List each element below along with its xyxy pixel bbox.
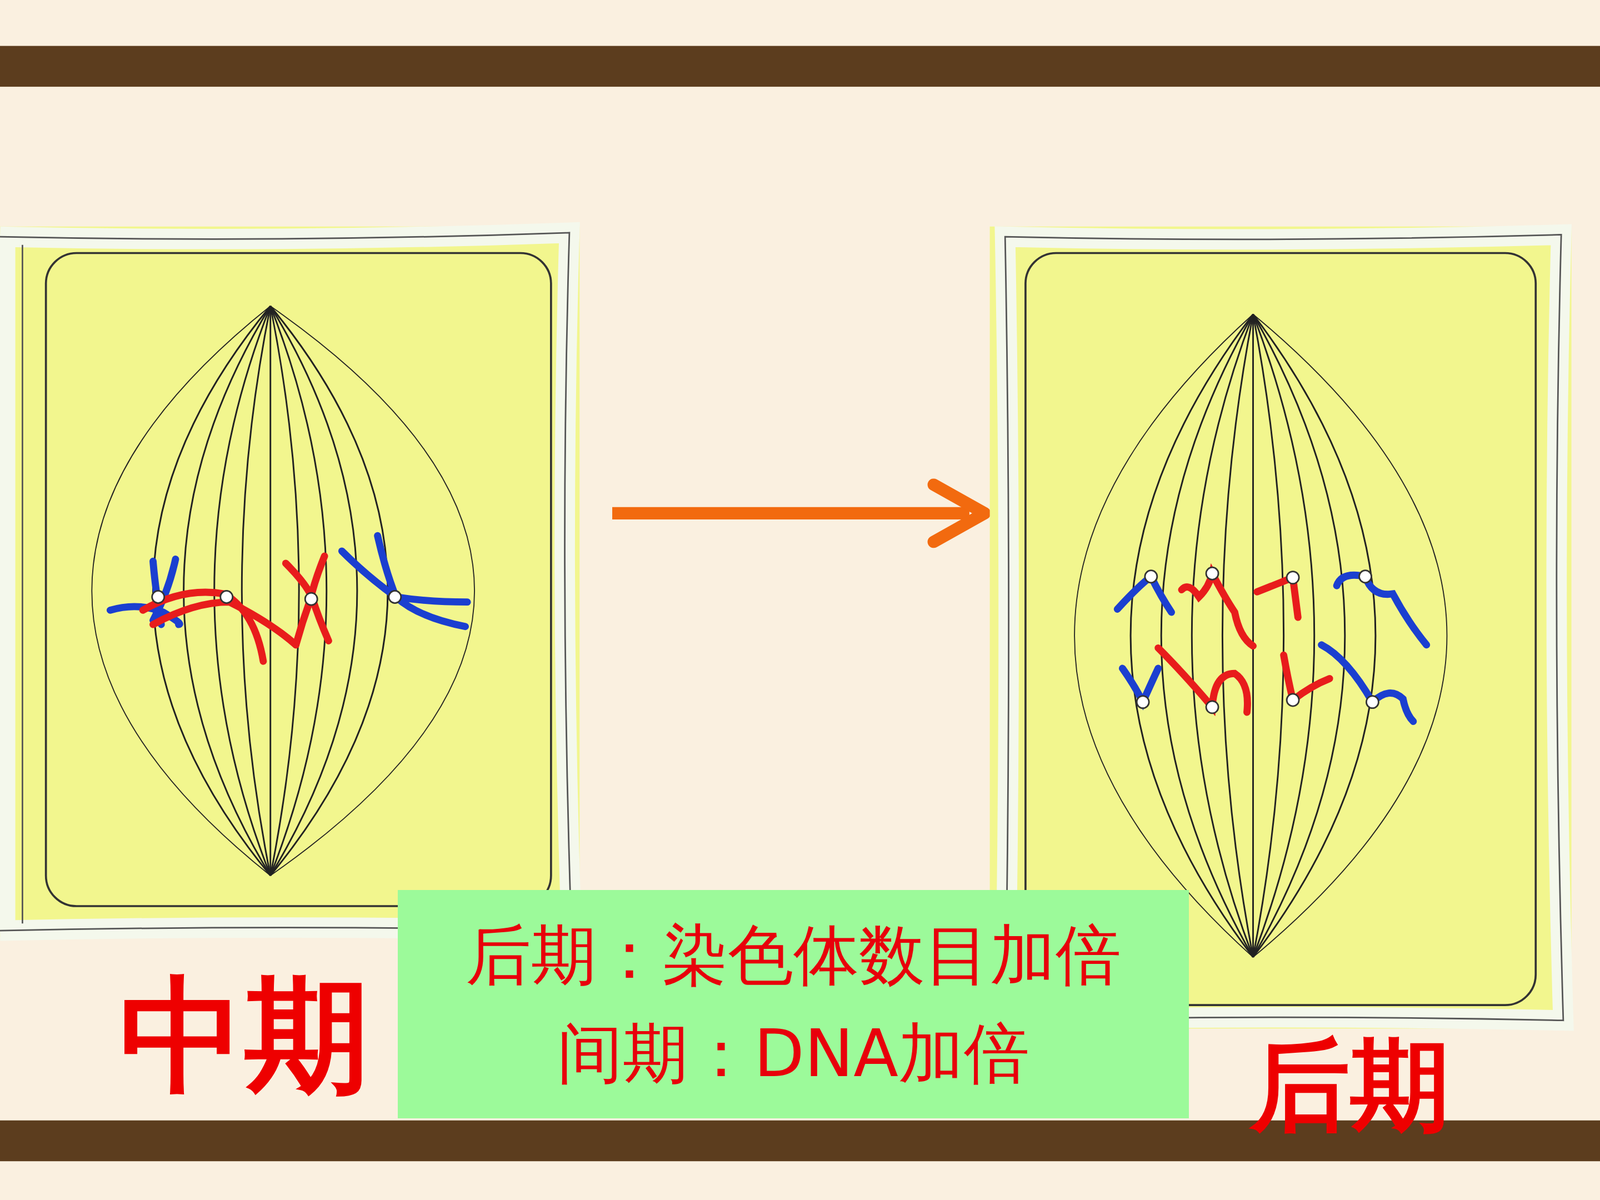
spindle-fiber bbox=[1074, 314, 1253, 958]
spindle-fiber bbox=[1253, 314, 1315, 958]
spindle-fiber bbox=[1130, 314, 1253, 958]
spindle-fiber bbox=[1253, 314, 1345, 958]
note-box: 后期：染色体数目加倍间期：DNA加倍 bbox=[397, 890, 1189, 1119]
spindle-fiber bbox=[269, 306, 272, 876]
spindle-fiber bbox=[1253, 314, 1448, 958]
spindle-fiber bbox=[1161, 314, 1253, 958]
spindle-fiber bbox=[1253, 314, 1376, 958]
note-text: 后期：染色体数目加倍 bbox=[465, 906, 1122, 1005]
stage-label: 中期 bbox=[119, 969, 370, 1101]
spindle-fiber bbox=[1253, 314, 1284, 958]
top-bar bbox=[0, 46, 1600, 87]
spindle-fiber bbox=[270, 306, 327, 876]
process-arrow bbox=[612, 484, 985, 542]
spindle-fiber bbox=[270, 306, 299, 876]
spindle-fiber bbox=[91, 306, 270, 876]
spindle-fiber bbox=[270, 306, 475, 876]
note-text: 间期：DNA加倍 bbox=[557, 1004, 1030, 1103]
spindle-fiber bbox=[1222, 314, 1253, 958]
stage-label: 后期 bbox=[1250, 1032, 1450, 1138]
spindle-fiber bbox=[1252, 314, 1254, 958]
spindle-fiber bbox=[270, 306, 388, 876]
spindle-fiber bbox=[241, 306, 270, 876]
metaphase-cell bbox=[0, 226, 580, 937]
spindle-fiber bbox=[270, 306, 358, 876]
